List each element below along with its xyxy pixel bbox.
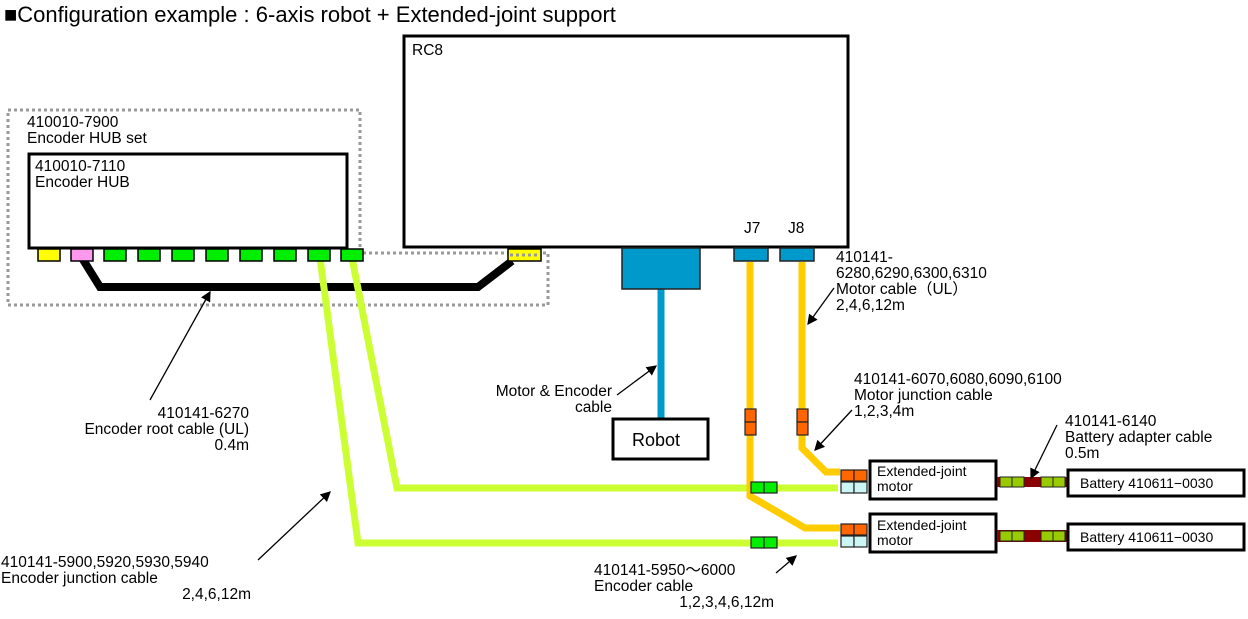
motor-junction-cable-part-no: 410141-6070,6080,6090,6100: [854, 371, 1062, 388]
encoder-root-cable-name: Encoder root cable (UL): [84, 421, 249, 438]
encoder-junction-cable-length: 2,4,6,12m: [182, 586, 251, 603]
motor-encoder-cable-label: Motor & Encoder cable: [496, 384, 612, 416]
motor-cable-length: 2,4,6,12m: [836, 297, 905, 314]
motor-2-connectors: [840, 523, 868, 548]
motor-cable-name: Motor cable（UL）: [836, 281, 968, 298]
battery-2-label: Battery 410611−0030: [1080, 529, 1214, 545]
motor-cable-part-no-2: 6280,6290,6300,6310: [836, 265, 987, 282]
rc8-controller-box: [402, 34, 850, 249]
motor-encoder-cable-line2: cable: [574, 399, 612, 416]
extended-joint-motor-box-2: [868, 512, 998, 554]
battery-adapter-cable-2: [997, 530, 1067, 542]
motor-junction-cable-name: Motor junction cable: [854, 387, 993, 404]
hub-port-green: [273, 248, 297, 262]
robot-box: [611, 417, 710, 461]
battery-1-label: Battery 410611−0030: [1080, 475, 1214, 491]
motor-cable-part-no-1: 410141-: [836, 249, 893, 266]
motor-cable-j8: [798, 262, 840, 476]
encoder-junction-cable-2: [316, 257, 838, 547]
battery-box-2: [1066, 522, 1246, 552]
hub-port-yellow: [37, 248, 61, 262]
encoder-hub-set-outline: [6, 108, 550, 307]
rc8-label: RC8: [412, 42, 444, 59]
hub-port-green: [239, 248, 263, 262]
extended-joint-motor-box-1: [868, 459, 998, 501]
encoder-cable-label: 410141-5950～6000 Encoder cable 1,2,3,4,6…: [594, 563, 774, 611]
encoder-hub-part-no: 410010-7110: [35, 158, 126, 175]
encoder-junction-cable-part-no: 410141-5900,5920,5930,5940: [1, 554, 209, 571]
motor-encoder-cable-leader: [616, 365, 658, 396]
hub-port-pink: [70, 248, 94, 262]
hub-port-green: [205, 248, 229, 262]
encoder-junction-cable-leader: [257, 491, 331, 561]
hub-port-green: [307, 248, 331, 262]
j7-connector: [733, 247, 769, 262]
diagram-title: ■Configuration example : 6-axis robot + …: [4, 2, 616, 27]
j8-label: J8: [788, 220, 805, 237]
encoder-cable-part-no: 410141-5950～6000: [594, 562, 736, 579]
extended-joint-motor-2-label: Extended-joint motor: [877, 518, 967, 548]
encoder-hub-name: Encoder HUB: [35, 174, 130, 191]
motor-encoder-cable-line1: Motor & Encoder: [495, 383, 612, 400]
motor-junction-connectors: [744, 408, 809, 436]
encoder-hub-set-part-no: 410010-7900: [27, 114, 119, 131]
motor-1-line1: Extended-joint: [877, 463, 967, 479]
encoder-junction-connectors: [750, 481, 778, 549]
hub-ports: [37, 248, 364, 262]
motor-cable-leader: [807, 287, 835, 326]
battery-adapter-cable-label: 410141-6140 Battery adapter cable 0.5m: [1065, 414, 1212, 462]
battery-adapter-cable-1: [997, 476, 1067, 488]
motor-2-line2: motor: [877, 532, 913, 548]
hub-port-green: [103, 248, 127, 262]
battery-adapter-cable-part-no: 410141-6140: [1065, 413, 1157, 430]
encoder-root-cable-length: 0.4m: [214, 437, 249, 454]
encoder-cable-length: 1,2,3,4,6,12m: [679, 594, 774, 611]
encoder-junction-cable-name: Encoder junction cable: [1, 570, 158, 587]
motor-cable-j7: [746, 262, 840, 532]
battery-box-1: [1066, 468, 1246, 498]
hub-port-green: [137, 248, 161, 262]
motor-1-line2: motor: [877, 478, 913, 494]
j7-label: J7: [744, 220, 761, 237]
encoder-root-cable-label: 410141-6270 Encoder root cable (UL) 0.4m: [84, 406, 249, 454]
encoder-hub-set-name: Encoder HUB set: [27, 130, 147, 147]
battery-adapter-cable-name: Battery adapter cable: [1065, 429, 1213, 446]
motor-cable-label: 410141- 6280,6290,6300,6310 Motor cable（…: [836, 250, 987, 314]
rc8-robot-connector: [621, 247, 701, 290]
encoder-hub-box: [27, 152, 349, 250]
extended-joint-motor-1-label: Extended-joint motor: [877, 464, 967, 494]
encoder-cable-leader: [775, 555, 797, 574]
j8-connector: [779, 247, 815, 262]
robot-label: Robot: [632, 430, 681, 450]
motor-junction-cable-length: 1,2,3,4m: [854, 403, 915, 420]
encoder-hub-set-label: 410010-7900 Encoder HUB set: [27, 115, 147, 147]
motor-junction-cable-label: 410141-6070,6080,6090,6100 Motor junctio…: [854, 372, 1062, 420]
battery-adapter-cable-leader: [1030, 424, 1058, 480]
motor-1-connectors: [840, 469, 868, 494]
encoder-hub-label: 410010-7110 Encoder HUB: [35, 159, 130, 191]
motor-junction-cable-leader: [814, 409, 853, 451]
encoder-root-cable-part-no: 410141-6270: [157, 405, 249, 422]
encoder-root-cable-leader: [149, 290, 211, 401]
encoder-root-cable: [78, 255, 515, 291]
encoder-junction-cable-1: [348, 257, 838, 492]
hub-port-green: [340, 248, 364, 262]
battery-adapter-cable-length: 0.5m: [1065, 445, 1100, 462]
encoder-cable-name: Encoder cable: [594, 578, 694, 595]
motor-2-line1: Extended-joint: [877, 517, 967, 533]
encoder-junction-cable-label: 410141-5900,5920,5930,5940 Encoder junct…: [1, 555, 251, 603]
hub-port-green: [171, 248, 195, 262]
